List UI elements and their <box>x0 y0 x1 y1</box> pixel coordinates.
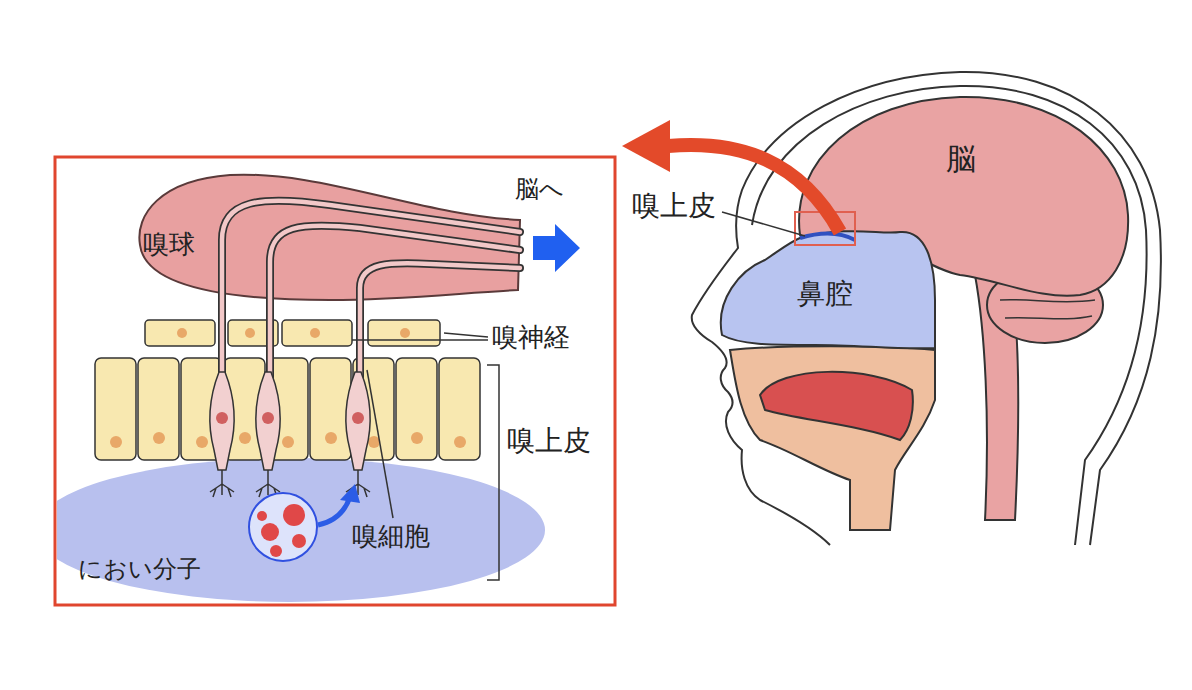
nerve-fibre <box>222 201 520 380</box>
label-holder: 嗅上皮 <box>507 425 591 457</box>
part-label: 嗅細胞 <box>352 522 430 552</box>
cell-nucleus <box>325 432 337 444</box>
label-holder: 嗅神経 <box>492 323 570 353</box>
olfactory-cell <box>256 372 281 470</box>
cilia <box>256 470 280 497</box>
node-label: 脳 <box>946 142 976 177</box>
node-label: 嗅球 <box>143 230 195 260</box>
cell-nucleus <box>110 436 122 448</box>
cilia <box>210 470 234 497</box>
nerve-fibre <box>270 226 520 380</box>
nasal-cavity: 鼻腔 <box>713 223 937 351</box>
mucus-region: におい分子 <box>57 458 545 603</box>
epithelial-cell <box>181 358 222 460</box>
part-label: 嗅上皮 <box>507 425 591 457</box>
epithelial-cell <box>439 358 480 460</box>
part-label: 脳へ <box>515 176 564 204</box>
label-holder: 嗅細胞 <box>352 522 430 552</box>
nerve-fibre <box>222 201 520 380</box>
part-label: 嗅神経 <box>492 323 570 353</box>
olfactory-cell <box>346 372 371 470</box>
cell-nucleus <box>368 436 380 448</box>
label-holder: 脳へ <box>515 176 564 204</box>
epithelial-cell <box>95 358 136 460</box>
cell-nucleus <box>239 432 251 444</box>
epithelial-cell <box>353 358 394 460</box>
node-label: 鼻腔 <box>797 278 853 310</box>
cell-nucleus <box>216 412 228 424</box>
cilia <box>346 470 370 497</box>
cell-nucleus <box>282 436 294 448</box>
nerve-fibre <box>270 226 520 380</box>
cell-nucleus <box>153 432 165 444</box>
cell-nucleus <box>262 412 274 424</box>
nerve-fibre <box>360 263 520 380</box>
nerve-fibre <box>360 263 520 380</box>
cell-nucleus <box>454 436 466 448</box>
node-label: におい分子 <box>78 556 201 584</box>
epithelial-cell <box>224 358 265 460</box>
part-label: 嗅上皮 <box>632 190 716 222</box>
epithelial-cell <box>267 358 308 460</box>
cell-nucleus <box>411 432 423 444</box>
epithelial-cell <box>138 358 179 460</box>
label-holder: 嗅上皮 <box>632 190 716 222</box>
epithelial-cell <box>310 358 351 460</box>
cell-nucleus <box>352 412 364 424</box>
olfactory-cell <box>210 372 235 470</box>
olfactory-bulb: 嗅球 <box>135 168 527 306</box>
epithelial-cell <box>396 358 437 460</box>
cell-nucleus <box>196 436 208 448</box>
